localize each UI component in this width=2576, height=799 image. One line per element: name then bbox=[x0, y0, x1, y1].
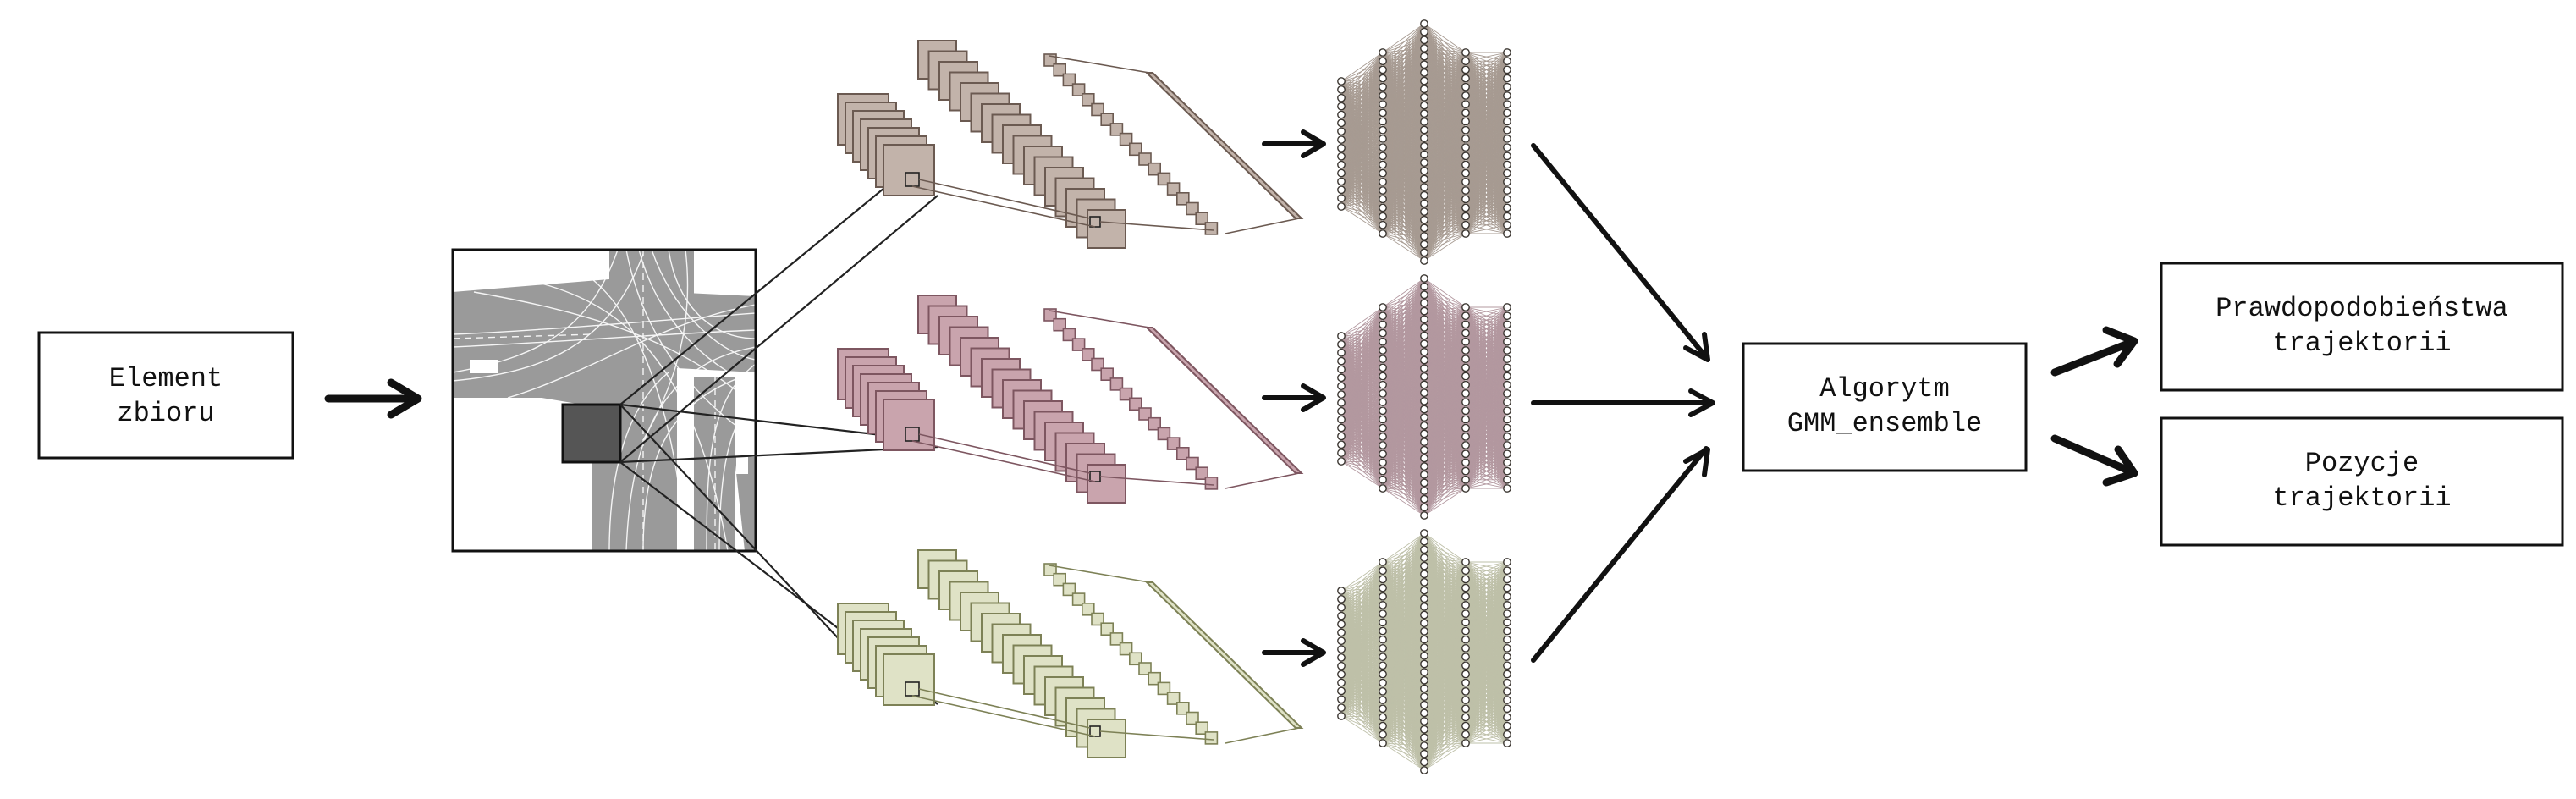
conv-block-3 bbox=[1043, 53, 1219, 235]
fc-edges bbox=[1340, 278, 1508, 516]
algorithm-box-line2: GMM_ensemble bbox=[1787, 408, 1982, 439]
output-probabilities-line2: trajektorii bbox=[2272, 328, 2451, 359]
arrows-cnn-to-fc bbox=[1262, 129, 1326, 667]
arrow-alg-2 bbox=[1531, 388, 1715, 417]
branch-1 bbox=[837, 19, 1511, 265]
arrows-algorithm-to-outputs bbox=[2050, 326, 2138, 487]
arrow-input-to-map bbox=[324, 378, 422, 419]
arrow-fc-1 bbox=[1262, 129, 1326, 158]
input-box: Element zbioru bbox=[37, 331, 294, 460]
block-connectors bbox=[911, 55, 1300, 234]
fc-network bbox=[1337, 274, 1511, 520]
crop-region bbox=[561, 403, 622, 464]
conv-block-3 bbox=[1043, 308, 1219, 490]
branch-3 bbox=[837, 529, 1511, 774]
conv-block-3 bbox=[1043, 563, 1219, 745]
output-probabilities-box: Prawdopodobieństwa trajektorii bbox=[2160, 262, 2564, 392]
algorithm-box: Algorytm GMM_ensemble bbox=[1742, 342, 2028, 472]
arrows-fc-to-algorithm bbox=[1531, 143, 1715, 663]
arrow-fc-3 bbox=[1262, 638, 1326, 667]
arrow-alg-3 bbox=[1531, 446, 1710, 663]
arrow-alg-1 bbox=[1531, 143, 1710, 362]
fc-network bbox=[1337, 19, 1511, 265]
output-positions-line1: Pozycje bbox=[2305, 448, 2419, 479]
block-connectors bbox=[911, 310, 1300, 489]
conv-block-2 bbox=[917, 40, 1126, 249]
flatten-layer bbox=[1144, 327, 1304, 474]
conv-block-2 bbox=[917, 549, 1126, 758]
arrow-out-1 bbox=[2050, 326, 2138, 377]
fc-nodes bbox=[1337, 274, 1511, 520]
input-box-line1: Element bbox=[109, 363, 223, 394]
flatten-layer bbox=[1144, 72, 1304, 219]
conv-block-1 bbox=[837, 603, 935, 706]
fc-nodes bbox=[1337, 19, 1511, 265]
conv-block-1 bbox=[837, 93, 935, 196]
branch-2 bbox=[837, 274, 1511, 520]
fc-edges bbox=[1340, 532, 1508, 771]
output-positions-box: Pozycje trajektorii bbox=[2160, 416, 2564, 547]
output-positions-line2: trajektorii bbox=[2272, 482, 2451, 514]
conv-block-1 bbox=[837, 348, 935, 451]
cnn-branches bbox=[837, 19, 1511, 774]
algorithm-box-line1: Algorytm bbox=[1819, 373, 1950, 405]
arrow-fc-2 bbox=[1262, 383, 1326, 412]
arrow-out-2 bbox=[2050, 434, 2138, 487]
fc-edges bbox=[1340, 23, 1508, 262]
map-raster bbox=[451, 248, 757, 553]
input-box-line2: zbioru bbox=[117, 398, 214, 429]
fc-nodes bbox=[1337, 529, 1511, 774]
conv-block-2 bbox=[917, 295, 1126, 504]
flatten-layer bbox=[1144, 581, 1304, 729]
block-connectors bbox=[911, 565, 1300, 744]
fc-network bbox=[1337, 529, 1511, 774]
output-probabilities-line1: Prawdopodobieństwa bbox=[2215, 293, 2508, 324]
